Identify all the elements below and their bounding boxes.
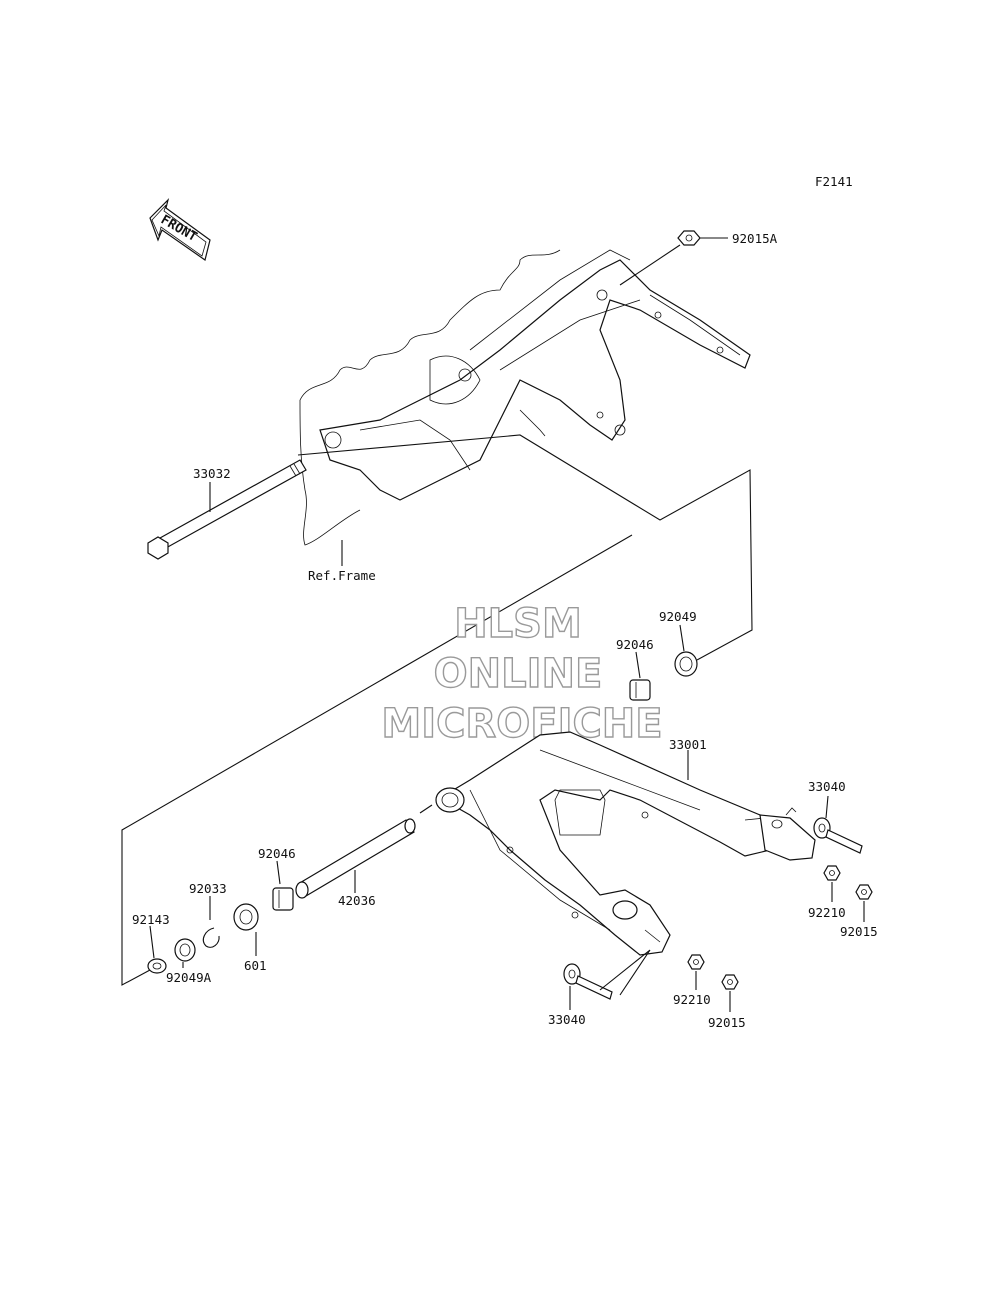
part-33001-swingarm[interactable] — [435, 731, 816, 956]
label-92210-right[interactable]: 92210 — [808, 905, 846, 920]
label-92049A[interactable]: 92049A — [166, 970, 212, 985]
front-direction-arrow-icon: FRONT — [149, 198, 211, 261]
watermark-line-3: MICROFICHE — [381, 701, 662, 747]
label-92033[interactable]: 92033 — [189, 881, 227, 896]
diagram-code: F2141 — [815, 174, 853, 189]
watermark: HLSM ONLINE MICROFICHE — [381, 600, 664, 747]
label-33032[interactable]: 33032 — [193, 466, 231, 481]
part-92046-bearing-left[interactable] — [272, 887, 294, 911]
ref-frame-label: Ref.Frame — [308, 568, 376, 583]
label-92046-top[interactable]: 92046 — [616, 637, 654, 652]
part-92210-nut-bottom[interactable] — [687, 954, 705, 970]
part-92143-collar[interactable] — [147, 958, 167, 974]
part-92046-bearing-top[interactable] — [629, 679, 651, 701]
part-92015-nut-bottom[interactable] — [721, 974, 739, 990]
leader-line-frame-to-92049 — [297, 434, 753, 661]
label-92046-left[interactable]: 92046 — [258, 846, 296, 861]
part-33040-chain-adjuster-right[interactable] — [813, 817, 863, 854]
label-92049-top[interactable]: 92049 — [659, 609, 697, 624]
part-33040-chain-adjuster-bottom[interactable] — [563, 963, 613, 1000]
part-92015-nut-right[interactable] — [855, 884, 873, 900]
part-92015A-nut[interactable] — [677, 230, 701, 246]
label-33040-right[interactable]: 33040 — [808, 779, 846, 794]
part-33032-pivot-shaft[interactable] — [147, 459, 307, 560]
leader-line-shaft-to-92143 — [121, 534, 633, 986]
label-33001[interactable]: 33001 — [669, 737, 707, 752]
label-33040-bottom[interactable]: 33040 — [548, 1012, 586, 1027]
part-601-ball-bearing[interactable] — [233, 903, 259, 931]
label-92015A[interactable]: 92015A — [732, 231, 778, 246]
frame-reference-drawing — [299, 249, 751, 546]
label-92143[interactable]: 92143 — [132, 912, 170, 927]
part-92033-circlip[interactable] — [202, 927, 220, 948]
part-92210-nut-right[interactable] — [823, 865, 841, 881]
part-92049A-seal[interactable] — [174, 938, 196, 962]
label-42036[interactable]: 42036 — [338, 893, 376, 908]
label-92015-right[interactable]: 92015 — [840, 924, 878, 939]
label-92210-bottom[interactable]: 92210 — [673, 992, 711, 1007]
part-92049-seal-top[interactable] — [674, 651, 698, 677]
watermark-line-1: HLSM — [454, 601, 582, 647]
watermark-line-2: ONLINE — [434, 651, 603, 697]
label-601[interactable]: 601 — [244, 958, 267, 973]
part-42036-collar[interactable] — [295, 818, 416, 899]
label-92015-bottom[interactable]: 92015 — [708, 1015, 746, 1030]
